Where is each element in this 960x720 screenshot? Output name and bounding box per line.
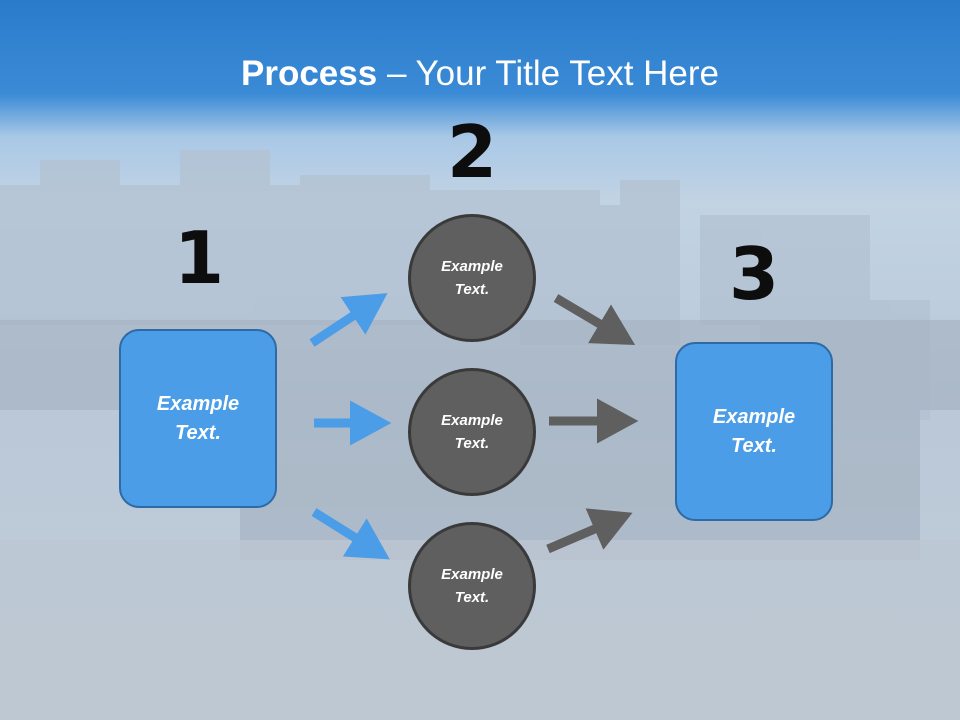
process-circle-top: Example Text.: [408, 214, 536, 342]
process-circle-middle: Example Text.: [408, 368, 536, 496]
circle-top-text: Example Text.: [441, 258, 503, 298]
title-bold: Process: [241, 54, 378, 93]
left-box-text: Example Text.: [156, 392, 240, 444]
process-circle-bottom: Example Text.: [408, 522, 536, 650]
left-process-box: Example Text.: [119, 329, 277, 508]
step-number-3: 3: [728, 232, 780, 316]
circle-bottom-text: Example Text.: [441, 566, 503, 606]
circle-middle-text: Example Text.: [441, 412, 503, 452]
title-rest: – Your Title Text Here: [377, 54, 719, 93]
right-process-box: Example Text.: [675, 342, 833, 521]
right-box-text: Example Text.: [712, 405, 796, 457]
page-title: Process – Your Title Text Here: [0, 52, 960, 96]
step-number-1: 1: [173, 216, 225, 300]
step-number-2: 2: [446, 110, 498, 194]
